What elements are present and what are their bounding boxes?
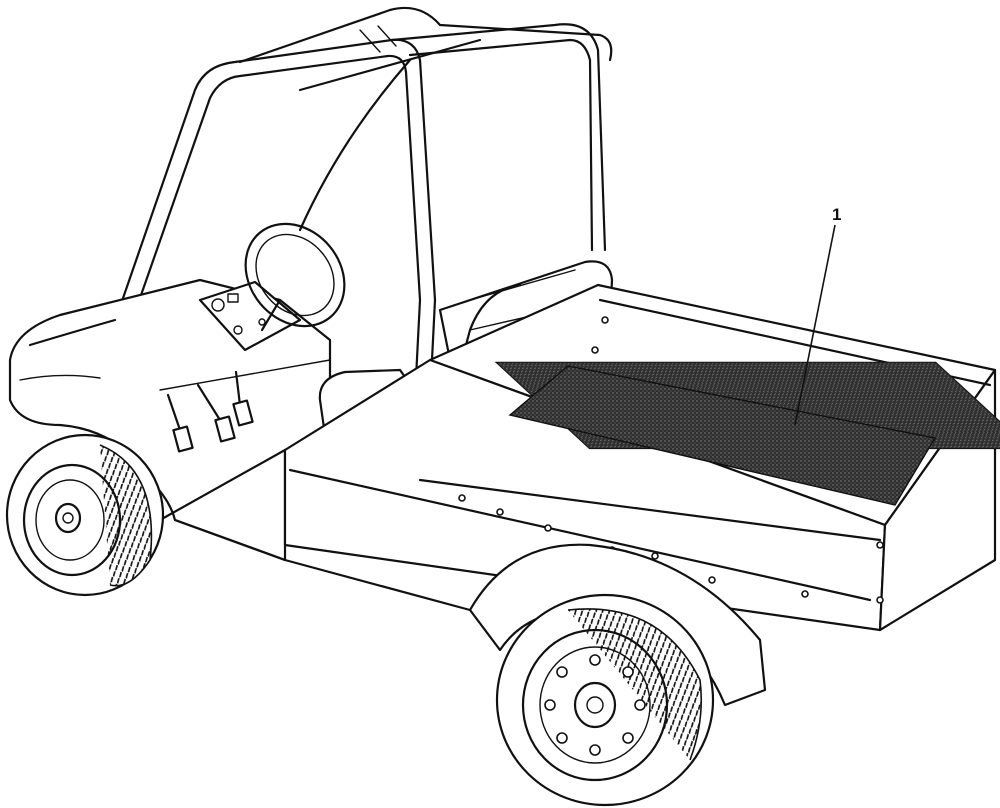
callout-leader-line bbox=[794, 224, 836, 426]
callout-1: 1 bbox=[794, 205, 841, 426]
cargo-bed bbox=[283, 283, 1000, 632]
bed-mat bbox=[508, 365, 937, 506]
undercarriage bbox=[173, 518, 472, 612]
wheel-holes bbox=[544, 654, 646, 756]
steering-wheel bbox=[244, 222, 346, 332]
rear-wheel bbox=[495, 593, 715, 807]
roll-cage bbox=[110, 6, 613, 502]
front-wheel bbox=[5, 433, 165, 597]
pedals bbox=[159, 359, 331, 453]
callout-label-1: 1 bbox=[832, 205, 841, 224]
dash-panel bbox=[198, 280, 302, 352]
